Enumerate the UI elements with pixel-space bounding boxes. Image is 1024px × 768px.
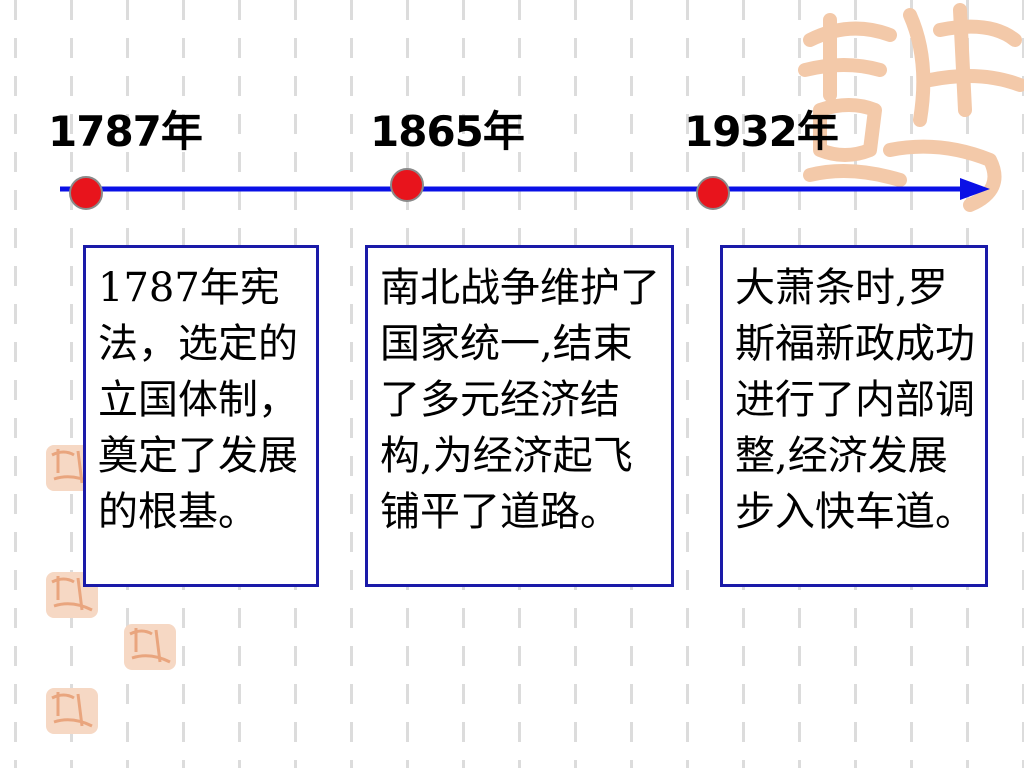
- timeline-marker-1932: [696, 176, 730, 210]
- grid-line: [1022, 0, 1024, 768]
- year-label-1865: 1865年: [370, 107, 525, 156]
- event-description-1865: 南北战争维护了国家统一,结束了多元经济结构,为经济起飞铺平了道路。: [380, 265, 660, 535]
- year-label-1932: 1932年: [684, 107, 839, 156]
- grid-line: [686, 0, 689, 768]
- seal-decoration-icon: [124, 624, 176, 670]
- seal-decoration-icon: [46, 688, 98, 734]
- event-card-1865: 南北战争维护了国家统一,结束了多元经济结构,为经济起飞铺平了道路。: [365, 245, 674, 587]
- timeline-arrow-icon: [960, 178, 990, 200]
- grid-line: [14, 0, 17, 768]
- seal-decoration-icon: [798, 3, 1024, 212]
- event-card-1787: 1787年宪法，选定的立国体制，奠定了发展的根基。: [83, 245, 319, 587]
- event-description-1787: 1787年宪法，选定的立国体制，奠定了发展的根基。: [98, 265, 298, 535]
- event-card-1932: 大萧条时,罗斯福新政成功进行了内部调整,经济发展步入快车道。: [720, 245, 988, 587]
- timeline-marker-1787: [69, 176, 103, 210]
- grid-line: [70, 0, 73, 768]
- year-label-1787: 1787年: [48, 107, 203, 156]
- timeline-marker-1865: [390, 168, 424, 202]
- grid-line: [350, 0, 353, 768]
- event-description-1932: 大萧条时,罗斯福新政成功进行了内部调整,经济发展步入快车道。: [735, 265, 975, 535]
